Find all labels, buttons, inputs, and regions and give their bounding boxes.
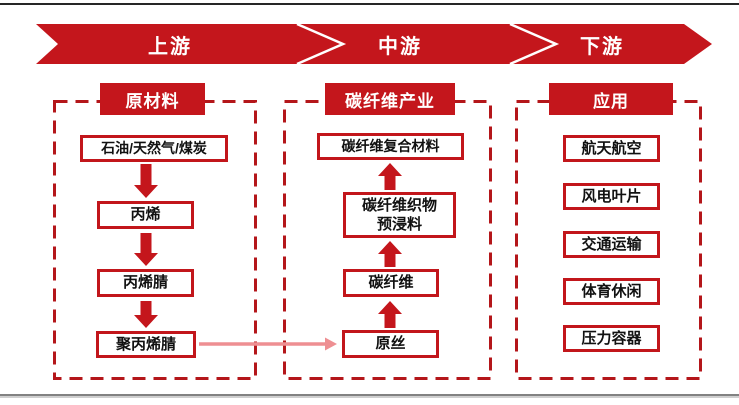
upstream-dashed-frame — [53, 100, 257, 380]
top-divider — [0, 3, 739, 5]
node-cf-fabric-line2: 预浸料 — [376, 216, 422, 233]
bottom-divider-shadow — [0, 396, 739, 398]
chevron-separator-icon — [296, 22, 347, 66]
flow-up-arrow-icon — [378, 301, 402, 328]
downstream-title: 应用 — [549, 83, 673, 115]
node-sports-leisure: 体育休闲 — [563, 278, 660, 305]
node-aerospace: 航天航空 — [563, 135, 660, 162]
node-carbon-fiber: 碳纤维 — [343, 269, 439, 297]
flow-up-arrow-icon — [378, 163, 402, 190]
node-propylene: 丙烯 — [97, 201, 194, 229]
midstream-title: 碳纤维产业 — [325, 83, 455, 115]
node-wind-blade: 风电叶片 — [563, 183, 660, 210]
flow-down-arrow-icon — [134, 301, 158, 328]
node-cf-fabric-line1: 碳纤维织物 — [361, 196, 437, 214]
node-acrylonitrile: 丙烯腈 — [97, 269, 194, 297]
connector-arrow-icon — [199, 337, 337, 351]
node-pressure-vessel: 压力容器 — [563, 325, 660, 352]
midstream-dashed-frame — [283, 100, 492, 380]
flow-down-arrow-icon — [134, 233, 158, 266]
node-cf-composite: 碳纤维复合材料 — [317, 133, 464, 160]
banner-segment-midstream: 中游 — [378, 35, 422, 58]
node-petroleum-gas-coal: 石油/天然气/煤炭 — [80, 135, 228, 162]
upstream-title: 原材料 — [100, 83, 205, 115]
bottom-divider — [0, 394, 739, 396]
banner-segment-upstream: 上游 — [148, 35, 192, 58]
flow-up-arrow-icon — [378, 241, 402, 267]
flow-down-arrow-icon — [134, 164, 158, 198]
node-cf-fabric-prepreg: 碳纤维织物 预浸料 — [343, 192, 456, 238]
node-transportation: 交通运输 — [563, 231, 660, 258]
banner-segment-downstream: 下游 — [580, 35, 624, 58]
banner-arrow — [36, 24, 712, 64]
chevron-separator-icon — [509, 22, 560, 66]
node-precursor-fiber: 原丝 — [342, 330, 439, 358]
node-polyacrylonitrile: 聚丙烯腈 — [96, 331, 196, 358]
